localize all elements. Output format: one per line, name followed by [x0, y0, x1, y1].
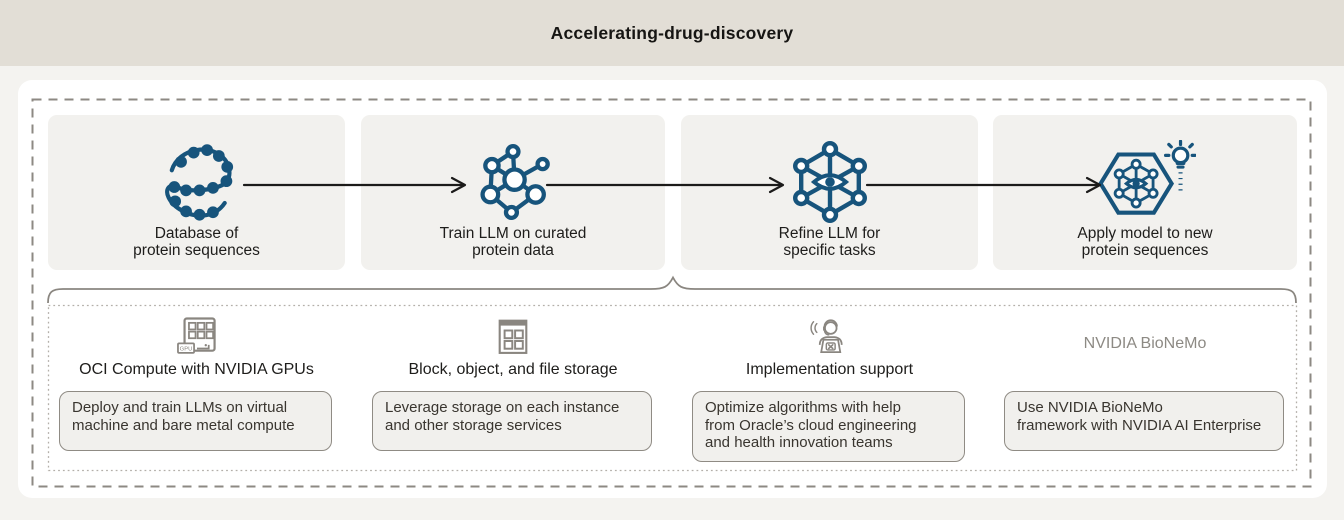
- resource-col-support: Implementation support Optimize algorith…: [681, 305, 978, 471]
- protein-sequence-icon: [48, 137, 345, 227]
- resource-col-oci-compute: GPU OCI Compute with NVIDIA GPUs Deploy …: [48, 305, 345, 471]
- title-band: Accelerating-drug-discovery: [0, 0, 1344, 66]
- resource-heading: OCI Compute with NVIDIA GPUs: [79, 361, 314, 378]
- network-insight-icon: [993, 137, 1297, 227]
- flow-step-refine-llm: Refine LLM for specific tasks: [681, 115, 978, 270]
- flow-step-label: Train LLM on curated protein data: [439, 225, 587, 259]
- resource-detail-box: Optimize algorithms with help from Oracl…: [692, 391, 965, 462]
- molecule-network-icon: [361, 137, 665, 227]
- resource-heading: Implementation support: [745, 361, 914, 378]
- page-title: Accelerating-drug-discovery: [550, 22, 794, 43]
- storage-icon: [361, 316, 665, 358]
- flow-step-apply-model: Apply model to new protein sequences: [993, 115, 1297, 270]
- gpu-compute-icon: GPU: [48, 316, 345, 358]
- network-eye-icon: [681, 137, 978, 227]
- resource-detail-box: Use NVIDIA BioNeMo framework with NVIDIA…: [1004, 391, 1284, 451]
- resource-col-bionemo: NVIDIA BioNeMo Use NVIDIA BioNeMo framew…: [993, 305, 1297, 471]
- resource-heading: Block, object, and file storage: [408, 361, 618, 378]
- resource-detail-box: Leverage storage on each instance and ot…: [372, 391, 652, 451]
- flow-step-database: Database of protein sequences: [48, 115, 345, 270]
- gpu-tag-label: GPU: [179, 346, 192, 352]
- flow-step-label: Database of protein sequences: [133, 225, 260, 259]
- resource-detail-box: Deploy and train LLMs on virtual machine…: [59, 391, 332, 451]
- flow-step-label: Refine LLM for specific tasks: [778, 225, 881, 259]
- resource-heading-bionemo: NVIDIA BioNeMo: [1083, 335, 1207, 352]
- flow-step-train-llm: Train LLM on curated protein data: [361, 115, 665, 270]
- support-agent-icon: [681, 316, 978, 358]
- resource-col-storage: Block, object, and file storage Leverage…: [361, 305, 665, 471]
- flow-step-label: Apply model to new protein sequences: [1077, 225, 1213, 259]
